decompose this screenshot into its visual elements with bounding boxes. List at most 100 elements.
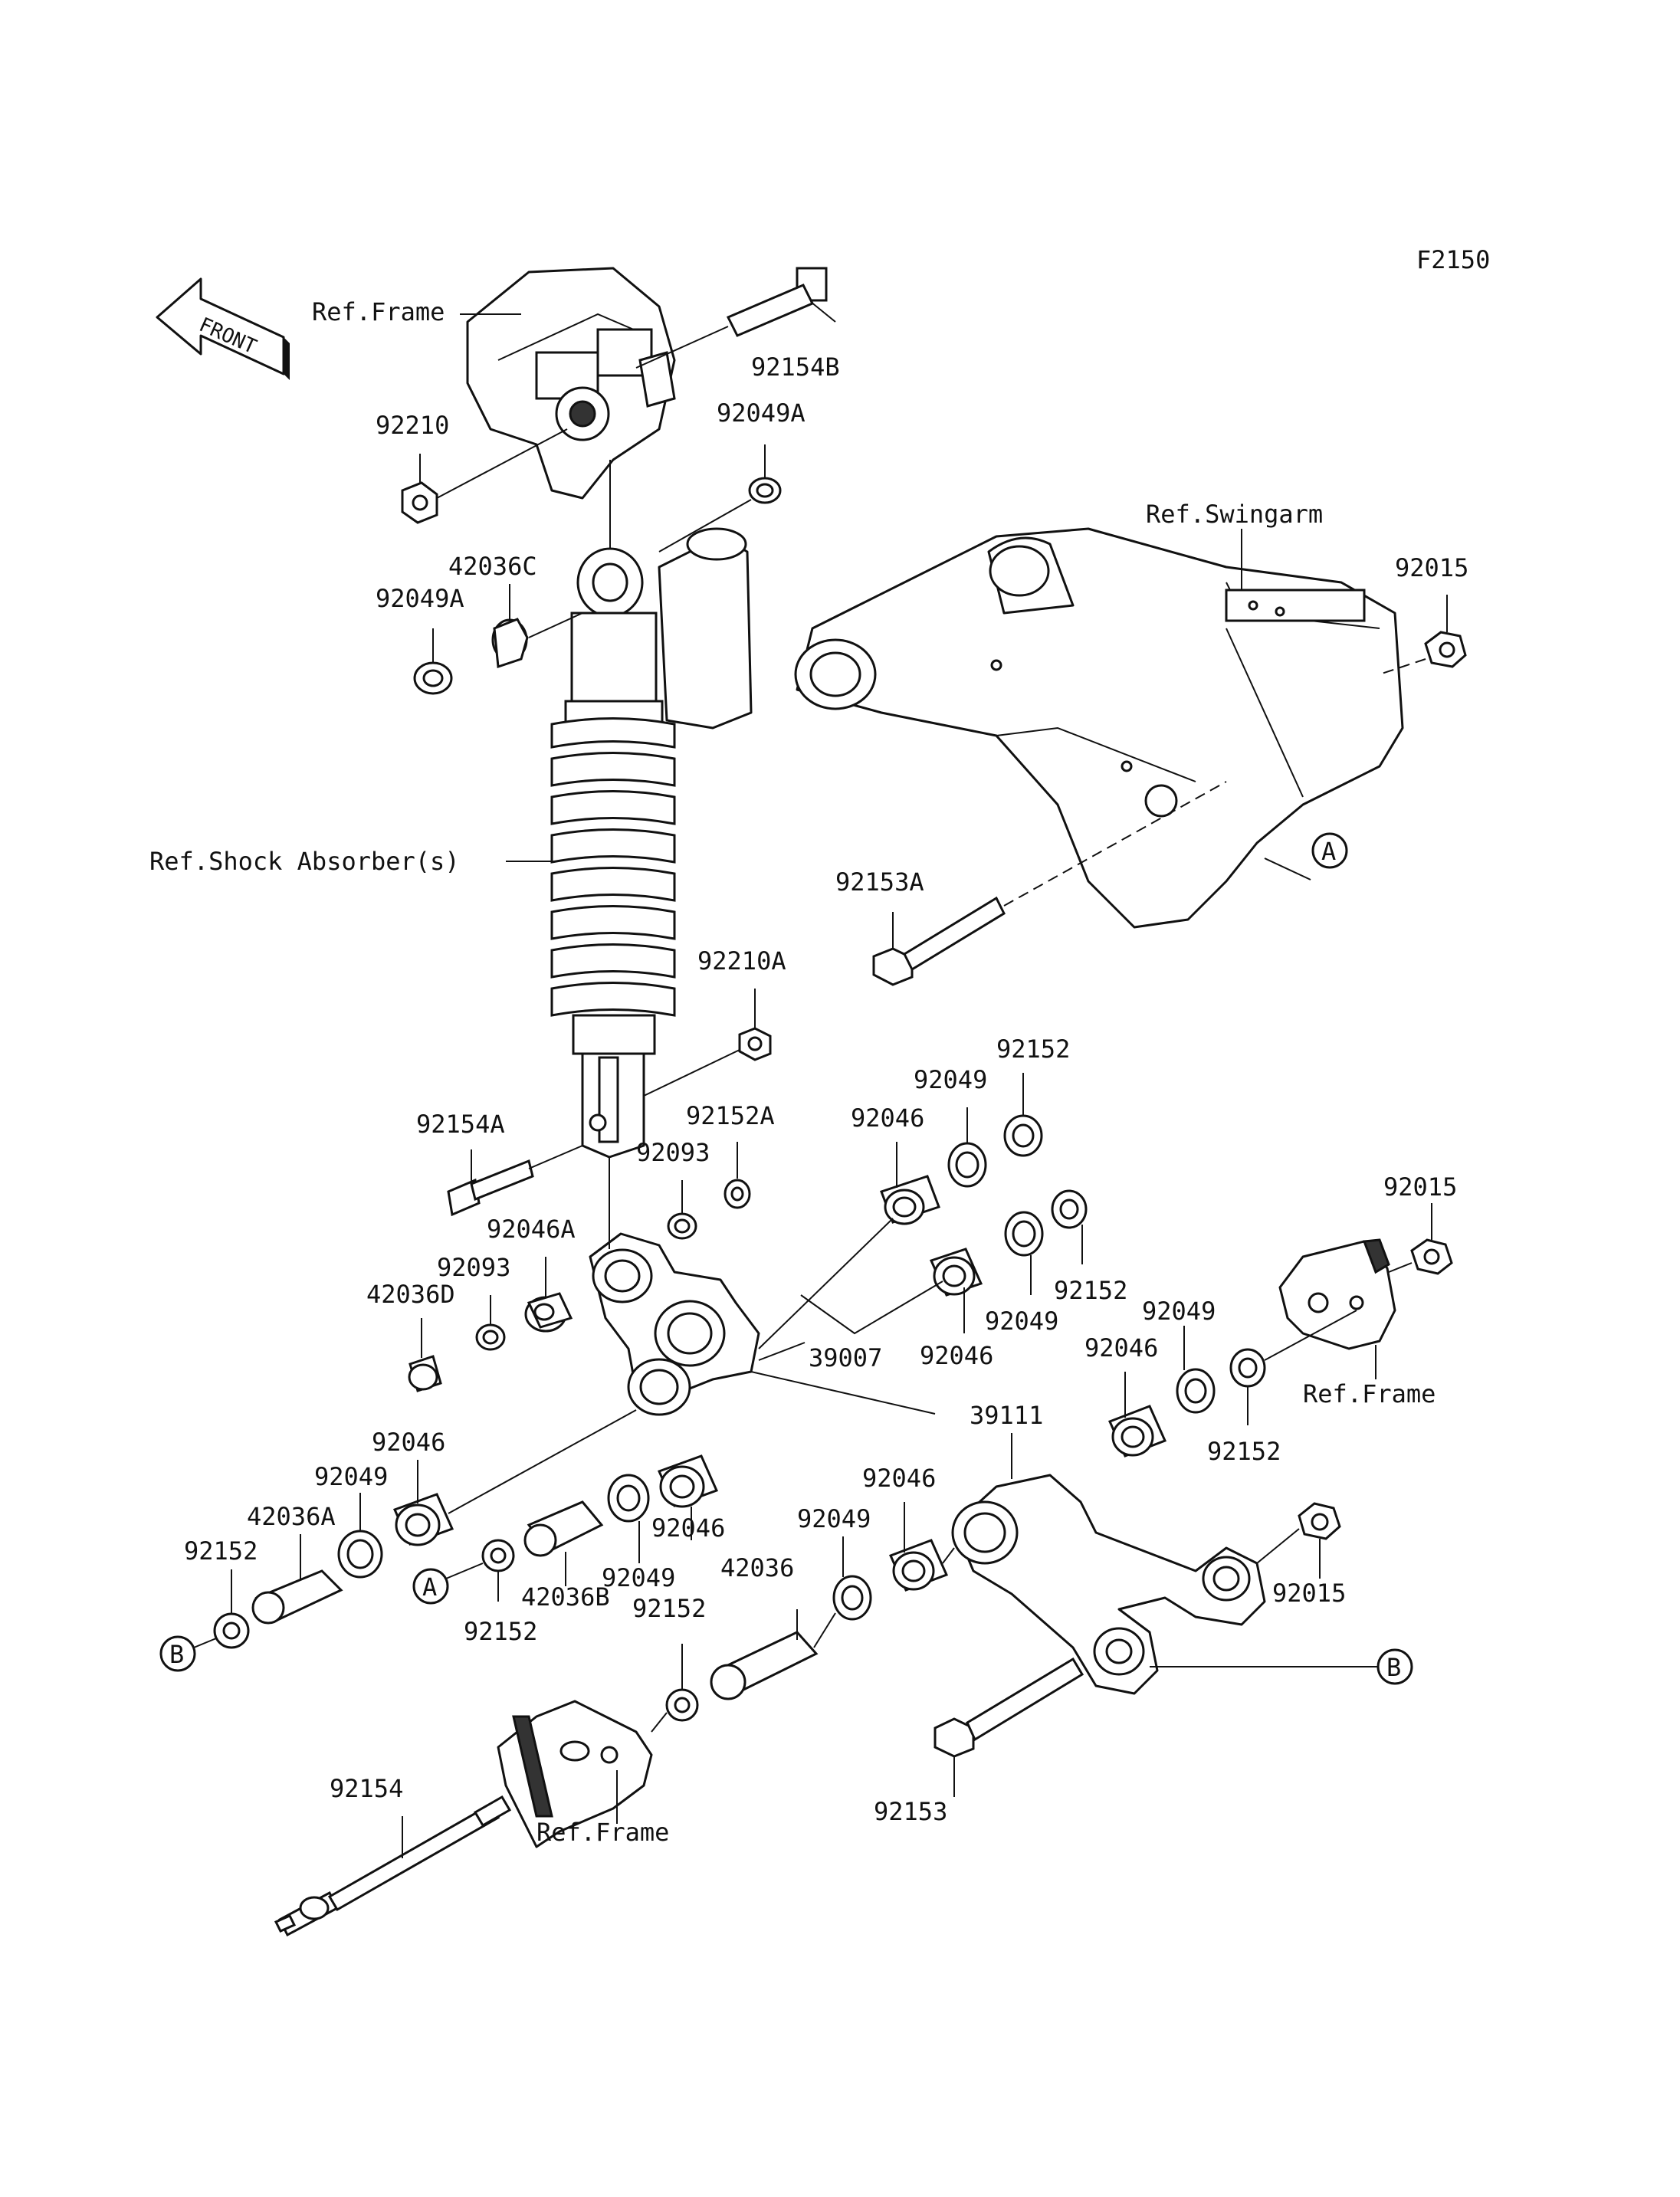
label-92210a: 92210A	[697, 946, 786, 976]
bolt-92154b	[635, 267, 836, 369]
label-92046-right: 92046	[1084, 1333, 1158, 1362]
collar-92152-mid	[1051, 1189, 1088, 1264]
label-92049a-left: 92049A	[376, 584, 464, 613]
seal-92049-lowmid	[832, 1536, 872, 1621]
callout-b-left: B	[159, 1635, 217, 1672]
ring-92093-upper	[667, 1180, 697, 1240]
frame-top-mount	[466, 267, 676, 500]
bearing-92046-upper	[880, 1142, 940, 1225]
ref-frame-bottom-label: Ref.Frame	[536, 1818, 669, 1847]
shock-absorber	[550, 460, 753, 1159]
label-92152-lowcenter: 92152	[464, 1617, 537, 1646]
callout-a-right-text: A	[1321, 837, 1336, 866]
label-92046-lowmid: 92046	[862, 1464, 936, 1493]
seal-92049-lowleft	[337, 1493, 383, 1579]
label-92152-mid: 92152	[1054, 1276, 1127, 1305]
label-42036d: 42036D	[366, 1280, 455, 1309]
label-92093-upper: 92093	[636, 1138, 710, 1167]
frame-bottom-mount	[497, 1700, 668, 1848]
callout-b-right: B	[1364, 1648, 1413, 1685]
tie-rod-39111	[951, 1433, 1364, 1695]
callout-b-left-text: B	[169, 1640, 184, 1669]
label-92046a: 92046A	[487, 1215, 576, 1244]
nut-92015-right	[1388, 1203, 1453, 1275]
label-92154: 92154	[330, 1774, 403, 1803]
ref-frame-top-label: Ref.Frame	[312, 297, 445, 326]
label-92093-lower: 92093	[437, 1253, 510, 1282]
collar-42036	[710, 1609, 836, 1700]
nut-92015-top	[1379, 595, 1467, 675]
label-42036c: 42036C	[448, 552, 537, 581]
label-92049-right: 92049	[1142, 1297, 1216, 1326]
bearing-92046-mid	[800, 1248, 983, 1335]
seal-92049-right	[1176, 1326, 1216, 1414]
label-92046-mid: 92046	[920, 1341, 993, 1370]
label-92152a: 92152A	[686, 1101, 775, 1130]
ref-shock-label: Ref.Shock Absorber(s)	[149, 847, 460, 876]
label-92049a-top: 92049A	[717, 398, 806, 428]
collar-92152-lowmid	[665, 1644, 699, 1722]
figure-code: F2150	[1416, 245, 1490, 274]
callout-b-right-text: B	[1386, 1653, 1401, 1682]
label-92152-right: 92152	[1207, 1437, 1281, 1466]
bearing-92046-lowcenter	[657, 1454, 719, 1540]
collar-92152-right	[1229, 1310, 1357, 1425]
label-92210: 92210	[376, 411, 449, 440]
washer-92049a-left	[413, 628, 453, 695]
nut-92015-lower	[1256, 1502, 1341, 1579]
label-92049-lowmid: 92049	[797, 1504, 871, 1533]
label-92049-lowleft: 92049	[314, 1462, 388, 1491]
frame-right-mount	[1278, 1238, 1396, 1379]
front-arrow-icon: FRONT	[156, 277, 290, 380]
seal-92049-mid	[1004, 1211, 1044, 1295]
label-92015-lower: 92015	[1272, 1579, 1346, 1608]
collar-42036d	[408, 1318, 442, 1392]
bearing-92046-lowleft	[392, 1409, 637, 1546]
bearing-92046-right	[1107, 1372, 1167, 1458]
washer-92152a	[724, 1142, 751, 1209]
collar-92152-lowcenter	[481, 1539, 515, 1602]
bolt-92154a	[447, 1145, 583, 1217]
part-labels: Ref.Frame 92154B 92210 92049A 42036C 920…	[149, 297, 1468, 1847]
label-92049-lowcenter: 92049	[602, 1563, 675, 1592]
swingarm	[794, 527, 1404, 929]
seal-92049-lowcenter	[607, 1474, 650, 1563]
bolt-92153	[934, 1657, 1084, 1797]
label-92154b: 92154B	[751, 353, 840, 382]
bearing-92046a	[524, 1257, 573, 1333]
label-92015-top: 92015	[1395, 553, 1468, 582]
label-92049-top: 92049	[914, 1065, 987, 1094]
label-42036: 42036	[720, 1553, 794, 1582]
label-92153: 92153	[874, 1797, 947, 1826]
label-42036b: 42036B	[521, 1582, 610, 1612]
collar-92152-upper	[1003, 1073, 1043, 1157]
label-42036a: 42036A	[247, 1502, 336, 1531]
label-92154a: 92154A	[416, 1110, 505, 1139]
label-39007: 39007	[809, 1343, 882, 1372]
collar-92152-lowleft	[213, 1569, 250, 1649]
callout-a-right: A	[1264, 832, 1348, 880]
callout-a-left-text: A	[422, 1572, 437, 1602]
collar-42036c	[491, 584, 583, 669]
label-92152-lowleft: 92152	[184, 1536, 258, 1566]
ring-92093-lower	[475, 1295, 506, 1351]
washer-92049a-top	[658, 444, 782, 553]
ref-frame-right-label: Ref.Frame	[1303, 1379, 1436, 1408]
rocker-arm-39007	[589, 1157, 936, 1416]
label-39111: 39111	[970, 1401, 1043, 1430]
label-92153a: 92153A	[835, 867, 924, 897]
label-92152-lowmid: 92152	[632, 1594, 706, 1623]
collar-42036a	[251, 1534, 343, 1625]
ref-swingarm-label: Ref.Swingarm	[1146, 500, 1323, 529]
bolt-92153a	[872, 781, 1227, 986]
callout-a-left: A	[412, 1562, 484, 1605]
pivot-bolt-92154	[274, 1795, 512, 1937]
label-92049-mid: 92049	[985, 1307, 1058, 1336]
label-92015-right: 92015	[1383, 1172, 1457, 1202]
seal-92049-upper	[947, 1107, 987, 1188]
collar-42036b	[523, 1500, 604, 1586]
bearing-92046-lowmid	[888, 1502, 955, 1592]
label-92046-lowcenter: 92046	[651, 1513, 725, 1543]
label-92046-lowleft: 92046	[372, 1428, 445, 1457]
